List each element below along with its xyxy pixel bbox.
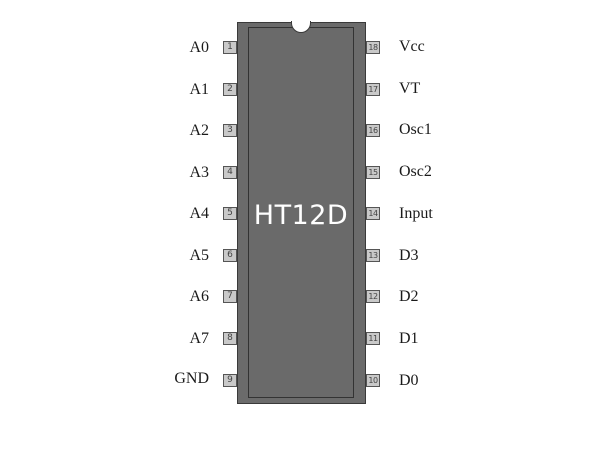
pin-box: 15: [366, 166, 380, 179]
pin-box: 6: [223, 249, 237, 262]
pin-label: Input: [399, 205, 433, 222]
pin-label: A5: [189, 247, 209, 264]
pin-box: 18: [366, 41, 380, 54]
pin-box: 16: [366, 124, 380, 137]
pin-label: A2: [189, 122, 209, 139]
pin-label: VT: [399, 80, 421, 97]
pin-label: Osc2: [399, 163, 432, 180]
pin-box: 12: [366, 290, 380, 303]
pin-box: 3: [223, 124, 237, 137]
pin-label: D0: [399, 372, 419, 389]
pin-label: GND: [174, 370, 209, 387]
pin-label: Vcc: [399, 38, 425, 55]
pin-box: 2: [223, 83, 237, 96]
pin-box: 11: [366, 332, 380, 345]
pin-box: 1: [223, 41, 237, 54]
pin-label: A0: [189, 39, 209, 56]
pin-label: D3: [399, 247, 419, 264]
pin-label: A7: [189, 330, 209, 347]
pin-box: 4: [223, 166, 237, 179]
pin-label: D2: [399, 288, 419, 305]
pin-label: A4: [189, 205, 209, 222]
chip-name: HT12D: [253, 200, 349, 231]
pin-box: 5: [223, 207, 237, 220]
pin-box: 9: [223, 374, 237, 387]
pin-box: 17: [366, 83, 380, 96]
pin-label: Osc1: [399, 121, 432, 138]
pin-label: A3: [189, 164, 209, 181]
pin-box: 14: [366, 207, 380, 220]
pin-label: A1: [189, 81, 209, 98]
pin-box: 13: [366, 249, 380, 262]
pin-label: D1: [399, 330, 419, 347]
chip-inner-body: [248, 27, 354, 398]
pin-box: 7: [223, 290, 237, 303]
pin-box: 8: [223, 332, 237, 345]
pin-box: 10: [366, 374, 380, 387]
pin-label: A6: [189, 288, 209, 305]
